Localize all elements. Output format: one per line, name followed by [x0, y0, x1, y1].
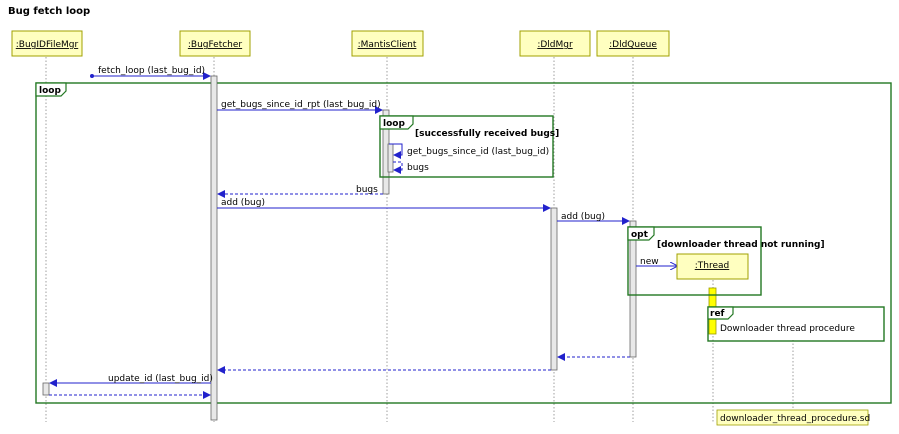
- activation-mantisclient-nested: [387, 143, 394, 173]
- message-new: new: [636, 257, 677, 267]
- message-fetch-loop: fetch_loop (last_bug_id): [90, 66, 211, 80]
- frame-ref: ref Downloader thread procedure: [707, 306, 885, 342]
- participant-thread: :Thread: [676, 253, 749, 280]
- svg-text:loop: loop: [39, 86, 61, 96]
- svg-text:get_bugs_since_id_rpt (last_bu: get_bugs_since_id_rpt (last_bug_id): [221, 100, 381, 110]
- diagram-title: Bug fetch loop: [8, 6, 90, 17]
- message-add-2: add (bug): [557, 212, 630, 225]
- activation-dldmgr: [550, 207, 558, 371]
- svg-text:downloader_thread_procedure.sd: downloader_thread_procedure.sd: [720, 414, 870, 424]
- svg-text::MantisClient: :MantisClient: [358, 40, 417, 50]
- message-get-bugs-rpt: get_bugs_since_id_rpt (last_bug_id): [217, 100, 383, 114]
- activation-dldqueue: [629, 220, 637, 358]
- activation-bugfetcher: [210, 75, 218, 421]
- frame-opt: opt [downloader thread not running]: [627, 226, 825, 296]
- message-add-1: add (bug): [217, 198, 551, 212]
- message-bugs-inner: bugs: [393, 161, 429, 174]
- participant-dldqueue: :DldQueue: [596, 30, 670, 57]
- svg-text:add (bug): add (bug): [561, 212, 605, 222]
- loop-guard: [successfully received bugs]: [415, 129, 559, 139]
- message-get-bugs: get_bugs_since_id (last_bug_id): [389, 143, 549, 159]
- frame-loop-inner: loop [successfully received bugs]: [379, 115, 559, 178]
- message-bugs-return: bugs: [217, 185, 383, 198]
- note-thread-procedure: downloader_thread_procedure.sd: [716, 409, 870, 426]
- activation-bugidfilemgr: [42, 382, 50, 396]
- svg-text:ref: ref: [710, 309, 725, 319]
- opt-guard: [downloader thread not running]: [657, 240, 825, 250]
- participant-mantisclient: :MantisClient: [351, 30, 424, 57]
- participant-bugidfilemgr: :BugIDFileMgr: [11, 30, 83, 57]
- svg-text::Thread: :Thread: [695, 261, 730, 271]
- svg-text:add (bug): add (bug): [221, 198, 265, 208]
- svg-text:bugs: bugs: [407, 163, 429, 173]
- participant-bugfetcher: :BugFetcher: [179, 30, 251, 57]
- svg-text:loop: loop: [383, 119, 405, 129]
- svg-text:update_id (last_bug_id): update_id (last_bug_id): [108, 374, 213, 384]
- svg-text:bugs: bugs: [356, 185, 378, 195]
- frame-loop-outer: loop: [35, 82, 892, 404]
- message-update-id: update_id (last_bug_id): [49, 374, 213, 387]
- svg-text:opt: opt: [631, 230, 649, 240]
- participant-dldmgr: :DldMgr: [519, 30, 591, 57]
- svg-text::BugFetcher: :BugFetcher: [188, 40, 243, 50]
- ref-text: Downloader thread procedure: [720, 324, 855, 334]
- svg-text:new: new: [640, 257, 659, 267]
- svg-text::DldQueue: :DldQueue: [609, 40, 657, 50]
- svg-text:get_bugs_since_id (last_bug_id: get_bugs_since_id (last_bug_id): [407, 147, 549, 157]
- svg-text::BugIDFileMgr: :BugIDFileMgr: [16, 40, 79, 50]
- svg-text::DldMgr: :DldMgr: [537, 40, 573, 50]
- svg-text:fetch_loop (last_bug_id): fetch_loop (last_bug_id): [98, 66, 205, 76]
